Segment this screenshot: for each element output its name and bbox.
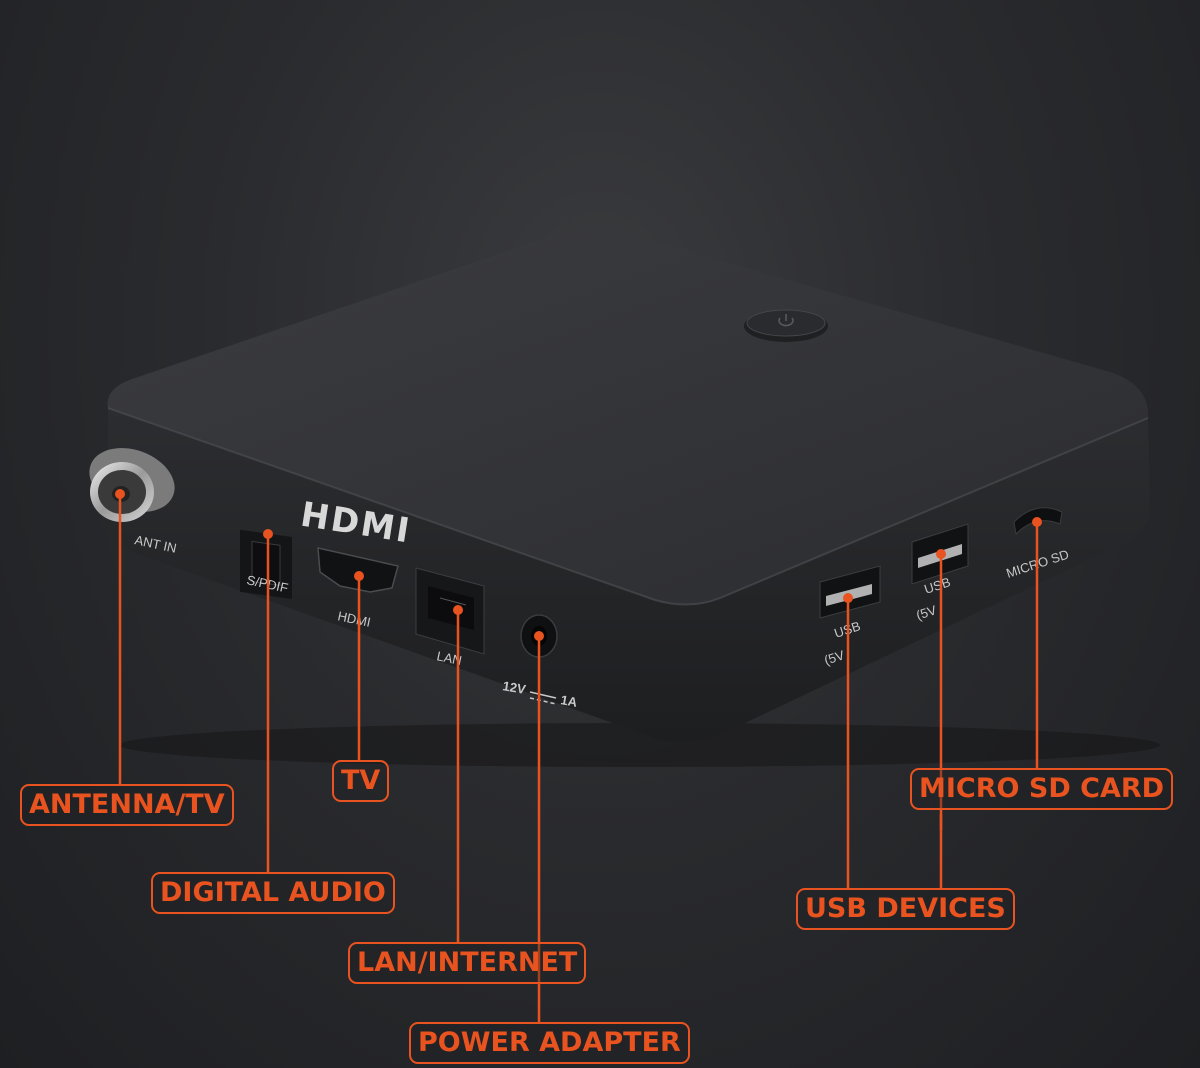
spdif-port bbox=[240, 529, 292, 600]
label-hdmi: HDMI bbox=[336, 608, 372, 630]
label-1a: 1A bbox=[559, 692, 579, 710]
device-top-face bbox=[107, 230, 1149, 605]
device-shadow bbox=[120, 723, 1160, 767]
label-lan: LAN bbox=[435, 648, 463, 668]
callout-power-adapter: POWER ADAPTER bbox=[409, 1022, 690, 1064]
lan-port bbox=[415, 567, 485, 655]
hdmi-port bbox=[317, 547, 399, 593]
label-usb-1-rating: (5V bbox=[822, 647, 846, 668]
label-12v: 12V bbox=[501, 678, 527, 697]
label-usb-2-rating: (5V bbox=[914, 602, 938, 623]
callout-lines bbox=[118, 494, 1039, 1022]
callout-micro-sd-card: MICRO SD CARD bbox=[910, 768, 1174, 810]
callout-lan-internet: LAN/INTERNET bbox=[348, 942, 587, 984]
callout-usb-devices: USB DEVICES bbox=[796, 888, 1015, 930]
callout-digital-audio: DIGITAL AUDIO bbox=[151, 872, 395, 914]
callout-tv: TV bbox=[332, 760, 390, 802]
power-button bbox=[744, 309, 828, 342]
callout-dots bbox=[115, 489, 1042, 641]
callout-antenna-tv: ANTENNA/TV bbox=[20, 784, 234, 826]
